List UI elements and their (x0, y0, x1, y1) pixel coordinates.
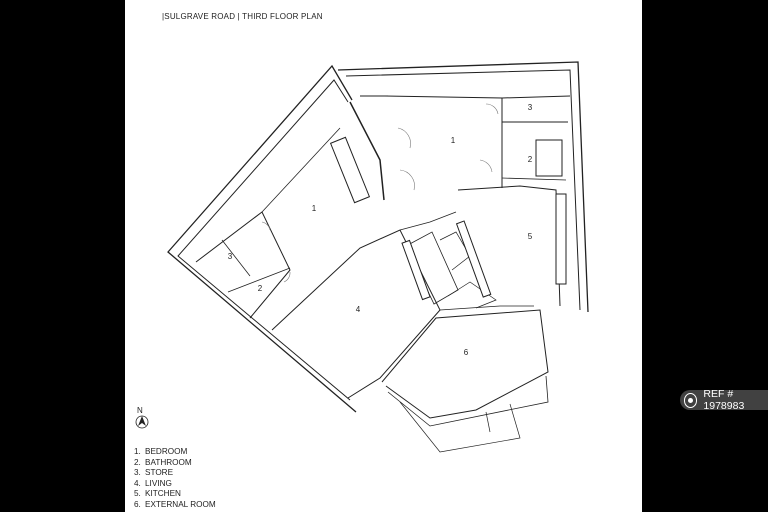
room-legend: 1.BEDROOM 2.BATHROOM 3.STORE 4.LIVING 5.… (134, 447, 216, 510)
door-swing (399, 169, 415, 191)
room-label-bathroom: 2 (258, 284, 263, 293)
room-label-external-room: 6 (464, 348, 469, 357)
outer-wall (167, 64, 357, 413)
room-label-bedroom: 1 (451, 136, 456, 145)
reference-badge: REF # 1978983 (680, 388, 768, 412)
internal-wall (195, 211, 291, 319)
internal-wall (384, 95, 503, 188)
internal-wall (439, 305, 534, 311)
room-label-store: 3 (528, 103, 533, 112)
legend-item: 1.BEDROOM (134, 447, 188, 456)
internal-wall (349, 101, 385, 201)
internal-wall (227, 267, 291, 293)
wardrobe (401, 239, 431, 301)
internal-wall (501, 95, 571, 99)
internal-wall (221, 239, 251, 277)
north-arrow-icon (135, 415, 149, 429)
bath-tub (535, 139, 563, 177)
camera-icon (684, 392, 698, 408)
door-swing (283, 271, 291, 283)
room-label-bedroom: 1 (312, 204, 317, 213)
legend-item: 6.EXTERNAL ROOM (134, 499, 216, 509)
internal-wall (261, 127, 341, 213)
internal-wall (399, 211, 457, 231)
stair (439, 231, 471, 271)
outer-wall (337, 61, 589, 313)
external-wall (381, 309, 549, 419)
plan-title: |SULGRAVE ROAD | THIRD FLOOR PLAN (162, 12, 323, 21)
legend-item: 5.KITCHEN (134, 489, 181, 498)
room-label-living: 4 (356, 305, 361, 314)
wardrobe (455, 220, 492, 298)
legend-item: 3.STORE (134, 468, 174, 477)
room-label-store: 3 (228, 252, 233, 261)
wardrobe (329, 136, 371, 204)
external-wall (387, 375, 549, 427)
door-swing (479, 159, 493, 173)
internal-wall (501, 177, 567, 181)
legend-item: 4.LIVING (134, 478, 172, 488)
room-label-bathroom: 2 (528, 155, 533, 164)
legend-item: 2.BATHROOM (134, 457, 192, 467)
reference-text: REF # 1978983 (703, 388, 745, 412)
outer-wall (177, 79, 351, 401)
outer-wall (345, 69, 581, 311)
terrace-outline (485, 411, 491, 433)
north-label: N (137, 406, 143, 415)
door-swing (485, 103, 499, 115)
door-swing (397, 127, 411, 149)
kitchen-counter (555, 193, 567, 285)
terrace-outline (399, 401, 521, 453)
door-swing (261, 221, 271, 231)
room-label-kitchen: 5 (528, 232, 533, 241)
north-arrow: N (135, 406, 149, 430)
